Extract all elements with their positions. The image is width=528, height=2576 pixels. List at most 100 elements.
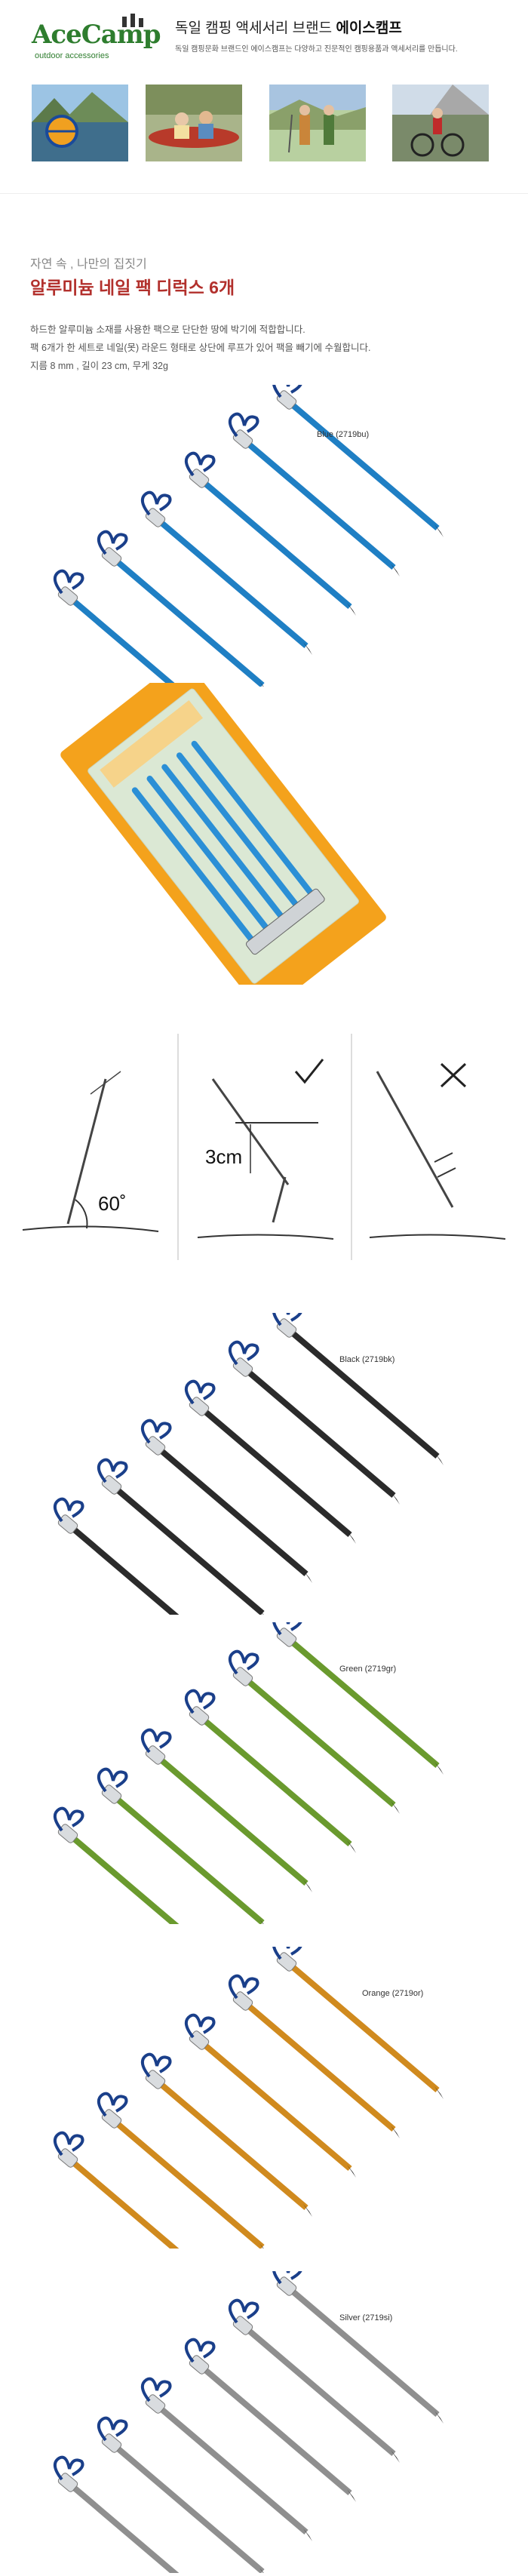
cord-loop xyxy=(228,2298,259,2324)
cord-loop xyxy=(140,2377,172,2402)
cord-loop xyxy=(53,1806,84,1832)
header-title: 독일 캠핑 액세서리 브랜드 에이스캠프 xyxy=(175,17,402,37)
logo: AceCamp outdoor accessories xyxy=(32,14,161,66)
stake xyxy=(97,1767,269,1932)
diagram-wrong xyxy=(362,1034,513,1260)
stake-shaft xyxy=(153,1443,309,1577)
stake-tip xyxy=(391,1492,400,1505)
cord-loop xyxy=(228,1340,259,1366)
stake xyxy=(140,2377,312,2541)
stake-tip xyxy=(303,1880,312,1892)
stake xyxy=(228,2298,400,2463)
color-label: Silver (2719si) xyxy=(339,2313,393,2322)
cord-loop xyxy=(184,1379,216,1405)
stake-shaft xyxy=(284,2283,440,2418)
stake-shaft xyxy=(153,2401,309,2535)
stakes-blue: Blue (2719bu) xyxy=(0,373,528,733)
stake-tip xyxy=(303,1570,312,1583)
stake-shaft xyxy=(66,593,221,727)
stake-tip xyxy=(303,642,312,655)
stake xyxy=(53,2455,183,2576)
stake-tip xyxy=(347,603,356,616)
stake-tip xyxy=(434,1762,444,1775)
cord-loop xyxy=(184,1689,216,1714)
cord-loop xyxy=(53,1497,84,1523)
cord-loop xyxy=(97,2092,128,2117)
stake-tip xyxy=(347,2489,356,2502)
stake xyxy=(184,1689,356,1853)
stake-tip xyxy=(303,2204,312,2217)
stake-tip xyxy=(434,524,444,537)
stake-tip xyxy=(347,1531,356,1544)
cord-loop xyxy=(184,451,216,477)
depth-label: 3cm xyxy=(205,1145,243,1168)
diagram-divider xyxy=(177,1034,179,1260)
stake-shaft xyxy=(284,1634,440,1769)
cord-loop xyxy=(140,490,172,516)
stake xyxy=(184,2013,356,2178)
product-title: 알루미늄 네일 팩 디럭스 6개 xyxy=(30,278,235,297)
stake-set-drawing xyxy=(53,1301,444,1661)
diagram-divider xyxy=(351,1034,352,1260)
stake-shaft xyxy=(109,554,265,688)
stakes-green: Green (2719gr) xyxy=(0,1610,528,1971)
stake-tip xyxy=(391,2450,400,2463)
desc-line-1: 하드한 알루미늄 소재를 사용한 팩으로 단단한 땅에 박기에 적합합니다. xyxy=(30,324,305,335)
cord-loop xyxy=(140,1419,172,1444)
canoe-photo xyxy=(146,85,242,161)
stake-tip xyxy=(434,2086,444,2099)
stake-set-drawing xyxy=(53,2259,444,2576)
cord-loop xyxy=(228,1649,259,1675)
stake xyxy=(140,490,312,655)
stake xyxy=(228,1649,400,1814)
logo-tagline: outdoor accessories xyxy=(35,51,109,60)
divider xyxy=(0,193,528,194)
stake-tip xyxy=(434,2411,444,2424)
stake xyxy=(272,2259,444,2424)
stake-shaft xyxy=(66,1521,221,1655)
stake-set-drawing xyxy=(53,1935,444,2295)
stake-shaft xyxy=(153,1752,309,1886)
stake-shaft xyxy=(66,1831,221,1965)
stake-shaft xyxy=(109,2440,265,2574)
x-icon xyxy=(440,1062,467,1088)
stake-shaft xyxy=(241,1674,396,1808)
color-label: Blue (2719bu) xyxy=(317,430,370,439)
stake xyxy=(184,2338,356,2502)
stake-set-drawing xyxy=(53,1610,444,1971)
stake-shaft xyxy=(284,397,440,531)
cord-loop xyxy=(53,569,84,595)
header-title-brand: 에이스캠프 xyxy=(336,20,402,36)
stake-tip xyxy=(303,2528,312,2541)
cord-loop xyxy=(97,1458,128,1483)
stake-shaft xyxy=(153,2076,309,2211)
stake xyxy=(140,1419,312,1583)
stake xyxy=(184,1379,356,1544)
stake xyxy=(272,1610,444,1775)
stake-shaft xyxy=(197,475,352,610)
cord-loop xyxy=(53,2131,84,2156)
stake xyxy=(228,412,400,576)
stake xyxy=(97,2416,266,2576)
cord-loop xyxy=(140,1728,172,1754)
stake xyxy=(228,1340,400,1505)
stake-set-drawing xyxy=(53,373,444,733)
color-label: Orange (2719or) xyxy=(362,1989,424,1998)
cord-loop xyxy=(97,2416,128,2442)
chimney-icon xyxy=(122,14,143,27)
package-photo xyxy=(53,658,400,1014)
stake-shaft xyxy=(109,1791,265,1926)
stake xyxy=(140,1728,312,1892)
stake-shaft xyxy=(197,1403,352,1538)
stake xyxy=(272,1935,444,2099)
stake xyxy=(272,1301,444,1465)
stake-tip xyxy=(391,564,400,576)
section-kicker: 자연 속 , 나만의 집짓기 xyxy=(30,258,147,271)
stake xyxy=(97,2092,269,2256)
lake-photo xyxy=(32,85,128,161)
stakes-orange: Orange (2719or) xyxy=(0,1935,528,2295)
stake-shaft xyxy=(197,2037,352,2172)
stake xyxy=(228,1974,400,2138)
hiking-photo xyxy=(269,85,366,161)
stake-shaft xyxy=(153,515,309,649)
